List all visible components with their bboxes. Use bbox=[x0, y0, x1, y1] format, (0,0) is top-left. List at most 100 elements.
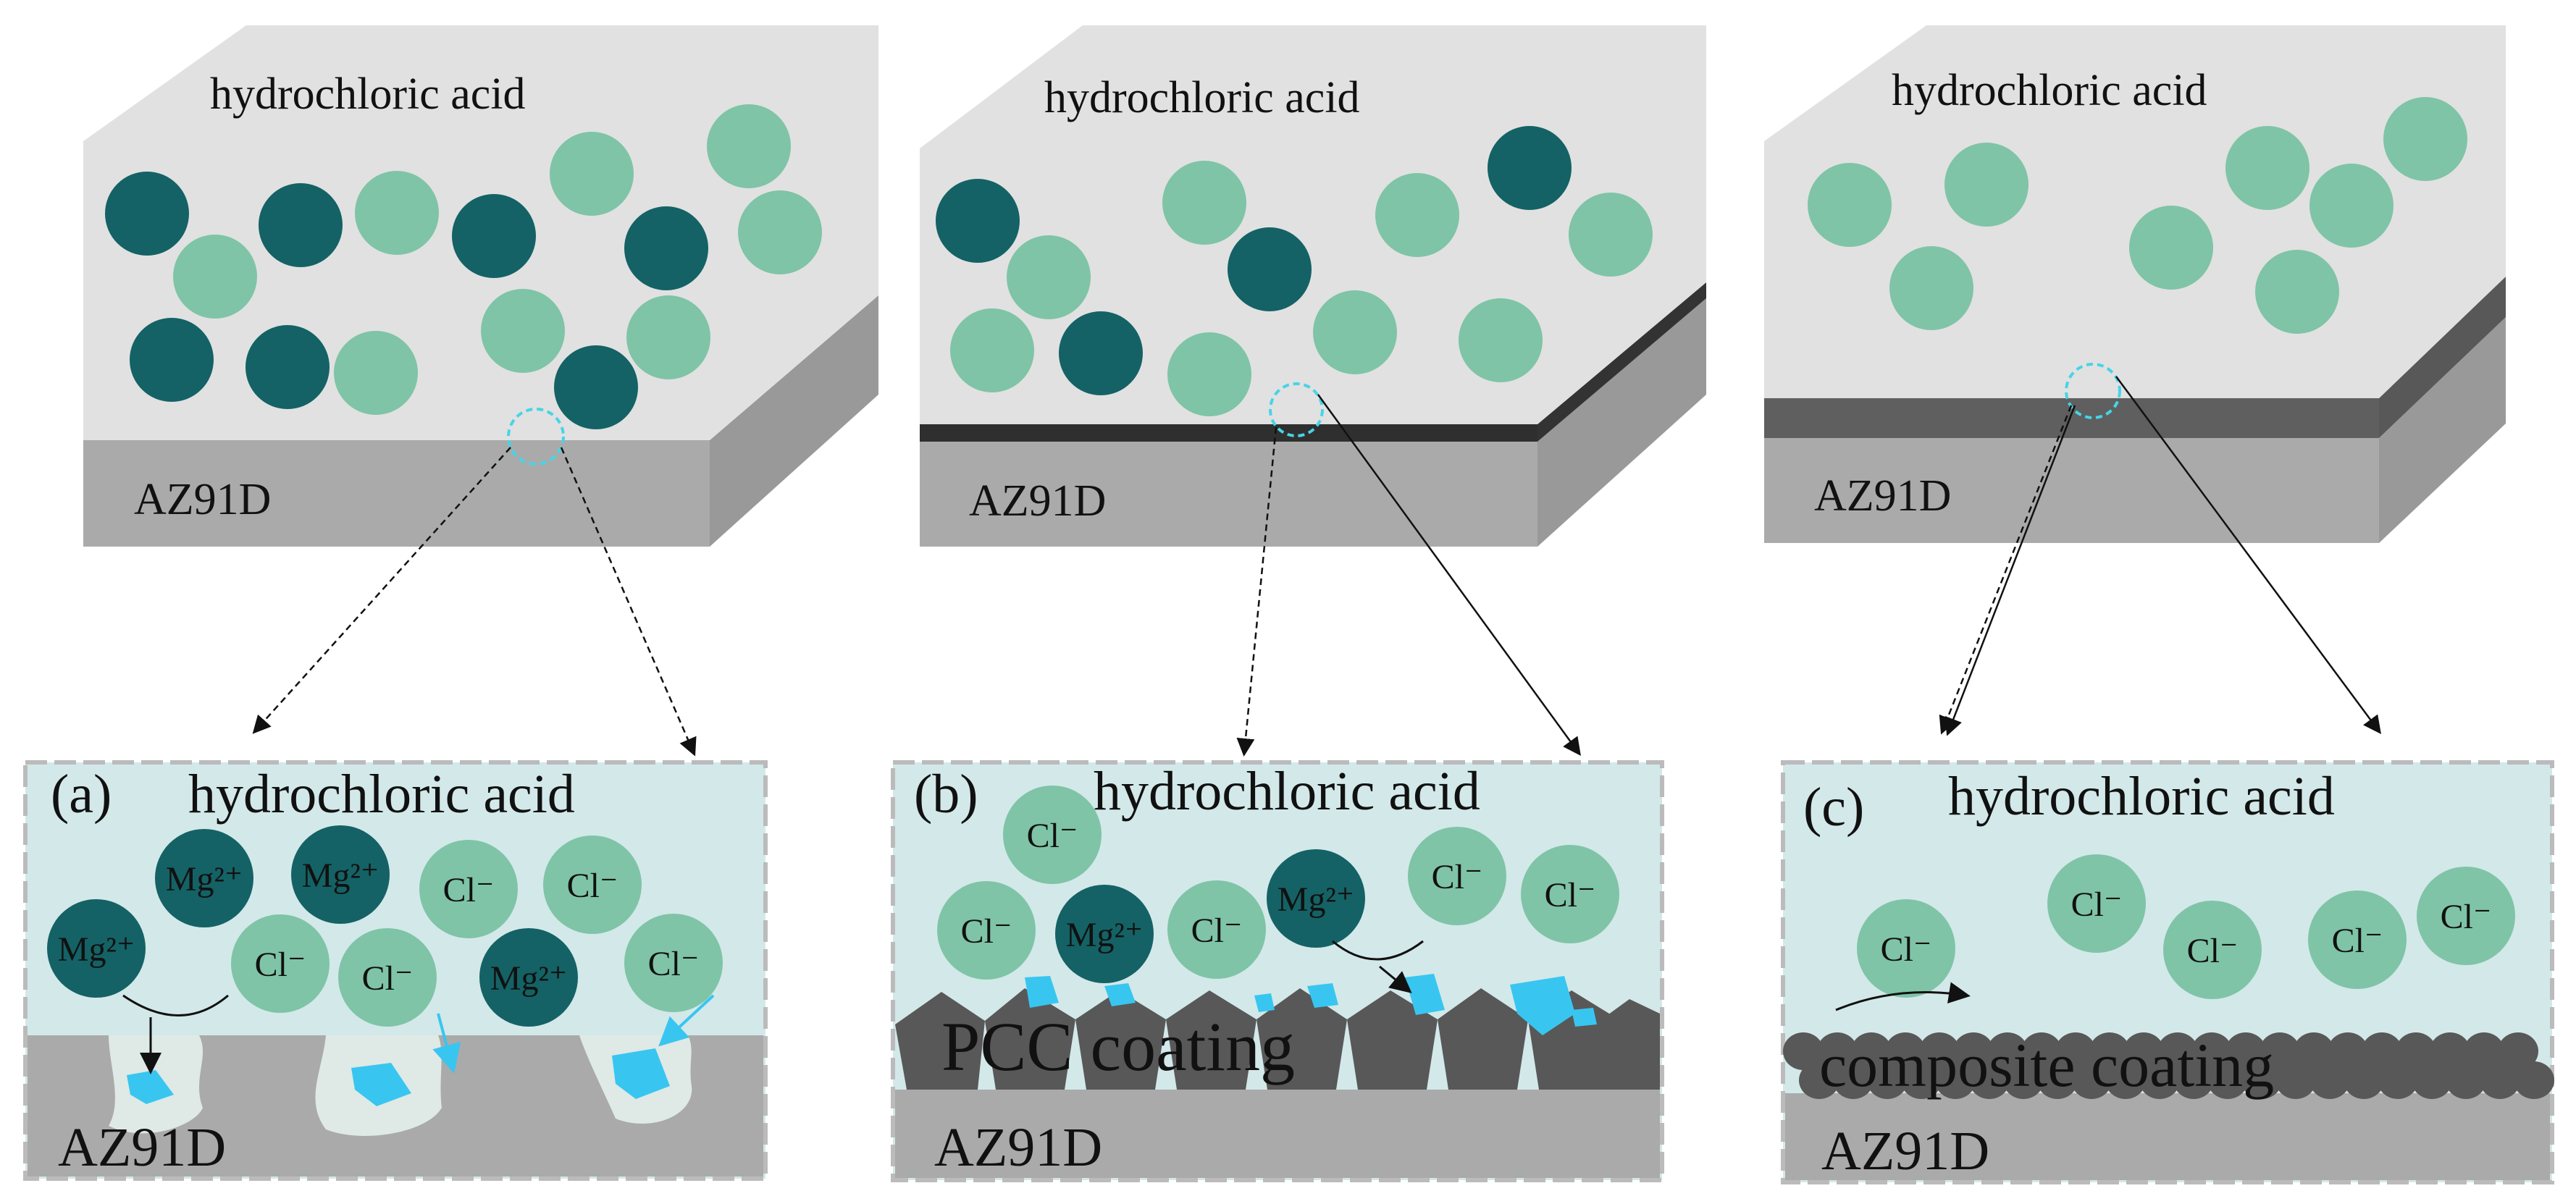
zoom-circle bbox=[1269, 382, 1324, 437]
acid-label: hydrochloric acid bbox=[1892, 66, 2207, 115]
substrate-label: AZ91D bbox=[969, 476, 1106, 526]
coating-layer-front bbox=[1764, 398, 2379, 438]
panel-c: (c) hydrochloric acid Cl⁻ Cl⁻ Cl⁻ Cl⁻ Cl… bbox=[1781, 760, 2554, 1184]
substrate bbox=[1785, 1093, 2550, 1180]
substrate-front bbox=[1764, 438, 2379, 543]
substrate-label: AZ91D bbox=[1814, 471, 1951, 521]
corrosion-product bbox=[1104, 983, 1136, 1006]
top-block-c: hydrochloric acid AZ91D bbox=[1764, 25, 2506, 543]
cl-ion-particle bbox=[1808, 163, 1892, 247]
zoom-line bbox=[252, 447, 511, 734]
cl-ion-particle bbox=[1889, 246, 1973, 330]
coating-bead bbox=[2430, 1032, 2470, 1070]
substrate-side bbox=[710, 295, 878, 547]
cl-ion-particle bbox=[626, 295, 710, 379]
cl-ion-label: Cl⁻ bbox=[2441, 898, 2492, 936]
corrosion-product bbox=[1025, 976, 1059, 1008]
coating-bead bbox=[2378, 1061, 2418, 1099]
coating-bead bbox=[2514, 1061, 2554, 1099]
zoom-line bbox=[2115, 376, 2381, 735]
flow-arrow bbox=[432, 1013, 461, 1074]
coating-bead bbox=[2309, 1061, 2350, 1099]
coating-bead bbox=[2275, 1061, 2316, 1099]
corrosion-product bbox=[127, 1070, 174, 1104]
panel-letter: (a) bbox=[51, 764, 112, 825]
cl-ion bbox=[1408, 827, 1506, 925]
cl-ion-label: Cl⁻ bbox=[1432, 858, 1483, 896]
corrosion-product bbox=[1405, 974, 1445, 1015]
coating-bead bbox=[2037, 1061, 2078, 1099]
coating-bead bbox=[2089, 1032, 2130, 1070]
mg-ion-particle bbox=[105, 172, 189, 256]
coating-bead bbox=[1833, 1061, 1874, 1099]
mg-ion bbox=[479, 928, 578, 1027]
coating-bead bbox=[1901, 1061, 1942, 1099]
coating-bead bbox=[2071, 1061, 2112, 1099]
mg-ion-label: Mg²⁺ bbox=[302, 856, 379, 895]
cl-ion-label: Cl⁻ bbox=[1191, 912, 1243, 950]
pcc-crystal bbox=[1166, 990, 1256, 1090]
mg-ion-label: Mg²⁺ bbox=[490, 959, 567, 998]
mg-ion-particle bbox=[624, 206, 708, 290]
cl-ion bbox=[543, 835, 642, 934]
substrate-label: AZ91D bbox=[1821, 1121, 1989, 1182]
cl-ion-particle bbox=[2129, 206, 2213, 290]
panel-b: (b) hydrochloric acid Cl⁻ Cl⁻ Mg²⁺ Cl⁻ M… bbox=[891, 760, 1664, 1182]
substrate-front bbox=[83, 440, 710, 547]
flow-arrow bbox=[658, 994, 715, 1047]
cl-ion bbox=[2417, 867, 2515, 965]
coating-bead bbox=[2480, 1061, 2520, 1099]
flow-arc bbox=[1835, 982, 1971, 1011]
panel-letter: (c) bbox=[1803, 777, 1864, 838]
cl-ion-particle bbox=[738, 190, 822, 274]
cl-ion-label: Cl⁻ bbox=[1881, 930, 1932, 969]
coating-bead bbox=[1799, 1061, 1839, 1099]
coating-bead bbox=[1987, 1032, 2028, 1070]
cl-ion bbox=[624, 914, 723, 1012]
coating-bead bbox=[1817, 1032, 1858, 1070]
cl-ion-label: Cl⁻ bbox=[443, 871, 495, 909]
cl-ion-particle bbox=[2225, 126, 2309, 210]
coating-bead bbox=[2344, 1061, 2384, 1099]
coating-bead bbox=[2498, 1032, 2538, 1070]
cl-ion bbox=[937, 881, 1036, 980]
ion-particles bbox=[936, 126, 1653, 416]
coating-layer-edge bbox=[2379, 277, 2506, 438]
cl-ion-label: Cl⁻ bbox=[648, 945, 700, 983]
pcc-crystal bbox=[1256, 988, 1347, 1090]
pcc-crystal bbox=[1590, 999, 1660, 1090]
panel-title: hydrochloric acid bbox=[1094, 761, 1480, 822]
coating-bead bbox=[2173, 1061, 2214, 1099]
coating-bead bbox=[2123, 1032, 2164, 1070]
acid-label: hydrochloric acid bbox=[210, 70, 526, 119]
cl-ion bbox=[231, 914, 330, 1013]
cl-ion bbox=[2163, 901, 2262, 999]
substrate-label: AZ91D bbox=[934, 1117, 1102, 1178]
mg-ion bbox=[1267, 849, 1365, 948]
coating-bead bbox=[2191, 1032, 2232, 1070]
cl-ion bbox=[338, 928, 437, 1027]
acid-label: hydrochloric acid bbox=[1044, 73, 1360, 122]
cl-ion-particle bbox=[1007, 235, 1091, 319]
panel-a: (a) hydrochloric acid Mg²⁺ Mg²⁺ Mg²⁺ Cl⁻… bbox=[23, 760, 768, 1181]
coating-bead bbox=[1851, 1032, 1892, 1070]
coating-bead bbox=[2328, 1032, 2368, 1070]
mg-ion bbox=[47, 899, 146, 998]
mg-ion-label: Mg²⁺ bbox=[1066, 916, 1143, 954]
zoom-line bbox=[560, 447, 697, 757]
coating-bead bbox=[1783, 1032, 1824, 1070]
mg-ion bbox=[155, 829, 253, 927]
coating-bead bbox=[2021, 1032, 2062, 1070]
zoom-line bbox=[1944, 405, 2076, 736]
cl-ion-particle bbox=[1167, 332, 1251, 416]
cl-ion-particle bbox=[355, 171, 439, 255]
flow-arrow bbox=[1379, 965, 1412, 993]
pcc-crystal-layer bbox=[895, 988, 1660, 1090]
cl-ion bbox=[1167, 880, 1266, 979]
cl-ion-label: Cl⁻ bbox=[2071, 885, 2123, 924]
cl-ion-label: Cl⁻ bbox=[2332, 922, 2383, 960]
cl-ion-particle bbox=[950, 308, 1034, 392]
cl-ion-particle bbox=[334, 331, 418, 415]
zoom-line bbox=[1236, 426, 1277, 757]
cl-ion-particle bbox=[550, 132, 634, 216]
